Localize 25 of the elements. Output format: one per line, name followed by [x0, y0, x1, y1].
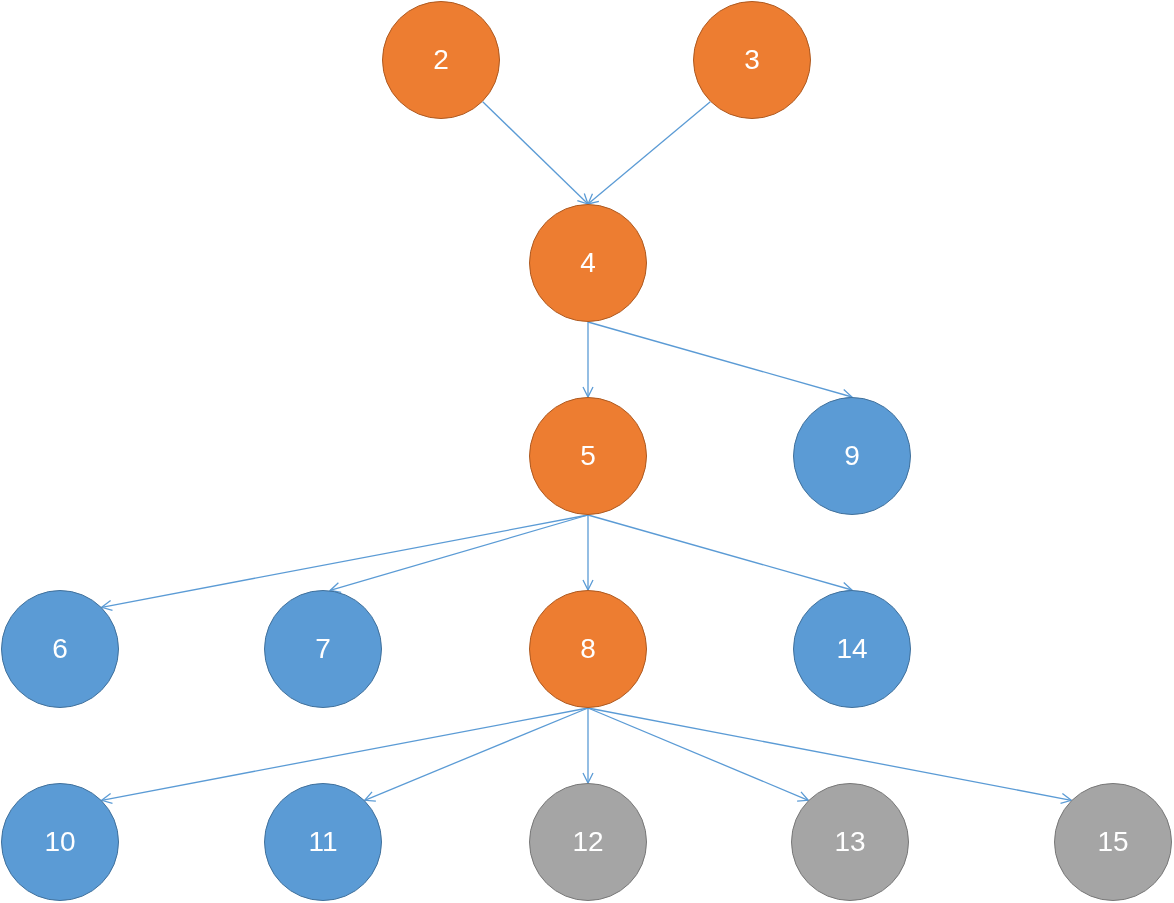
arrow	[582, 707, 594, 784]
arrow	[587, 707, 1072, 804]
node-number: 2	[433, 44, 449, 76]
arrow	[587, 707, 809, 802]
node-number: 5	[580, 440, 596, 472]
node-number: 7	[315, 633, 331, 665]
arrow	[364, 707, 589, 802]
arrow	[582, 321, 594, 398]
arrow	[587, 101, 711, 205]
node-number: 3	[744, 44, 760, 76]
node-number: 13	[834, 826, 866, 858]
node-number: 14	[836, 633, 868, 665]
node-number: 9	[844, 440, 860, 472]
arrow	[587, 514, 853, 593]
node-number: 4	[580, 247, 596, 279]
arrow	[482, 101, 589, 205]
node-number: 11	[308, 826, 338, 858]
arrow	[587, 321, 853, 400]
node-number: 10	[44, 826, 76, 858]
node-number: 12	[572, 826, 604, 858]
node-number: 6	[52, 633, 68, 665]
node-number: 8	[580, 633, 596, 665]
arrow	[582, 514, 594, 591]
arrow	[329, 514, 589, 594]
node-number: 15	[1097, 826, 1129, 858]
